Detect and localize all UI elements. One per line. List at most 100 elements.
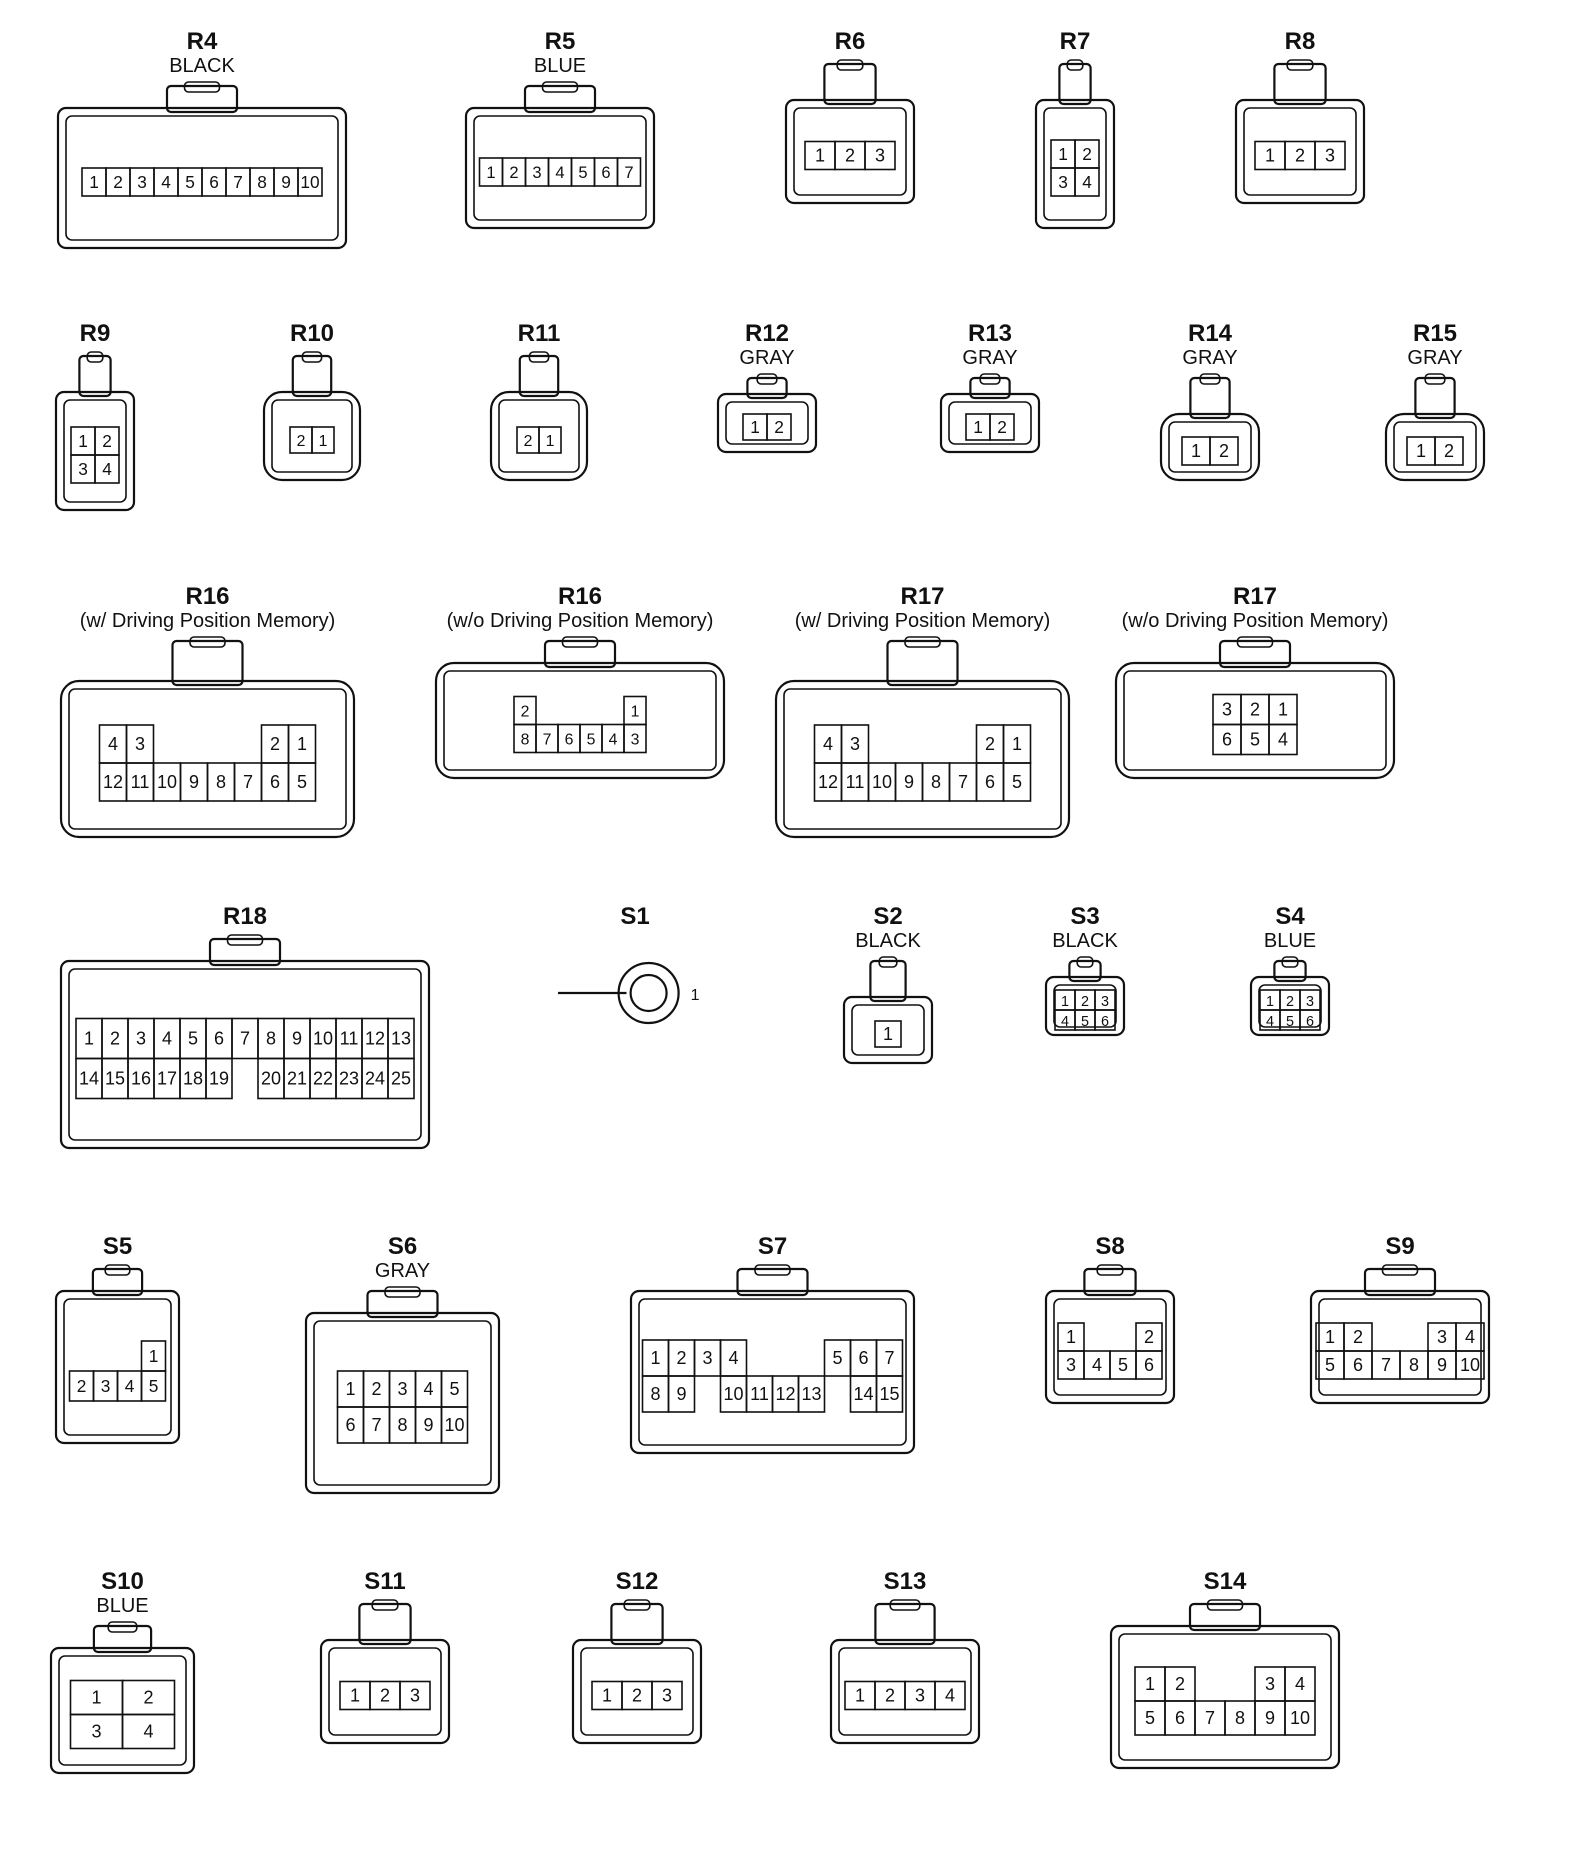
pin-label: 4 (823, 734, 833, 754)
pin-label: 8 (216, 772, 226, 792)
pin-label: 2 (110, 1029, 120, 1049)
pin-label: 10 (1290, 1708, 1310, 1728)
pin-cavity (121, 1713, 176, 1750)
connector-housing (939, 392, 1041, 454)
lock-latch (366, 1289, 439, 1319)
pin-label: 3 (850, 734, 860, 754)
connector-housing-inner (63, 1298, 172, 1436)
connector-header: R17(w/ Driving Position Memory) (770, 585, 1075, 632)
pin-label: 1 (855, 1686, 865, 1706)
lock-latch (92, 1624, 153, 1654)
lock-latch (1414, 376, 1456, 420)
pin-label: 19 (209, 1069, 229, 1089)
connector-housing-inner (793, 107, 907, 196)
pin-label: 7 (233, 172, 243, 192)
pin-label: 1 (345, 1379, 355, 1399)
pin-label: 11 (750, 1384, 769, 1404)
connector-header: R16(w/o Driving Position Memory) (430, 585, 730, 632)
connector-housing (54, 390, 136, 512)
pin-label: 2 (143, 1688, 153, 1708)
pin-label: 2 (1082, 144, 1092, 164)
pin-label: 2 (1295, 146, 1305, 166)
connector-housing-inner (63, 399, 127, 503)
connector-housing-inner (948, 401, 1032, 445)
pin-label: 5 (1250, 730, 1260, 750)
pin-label: 1 (486, 163, 495, 182)
pin-label: 3 (1437, 1327, 1447, 1347)
connector-header: S12 (567, 1570, 707, 1594)
pin-label: 3 (1101, 994, 1109, 1010)
pin-label: 16 (131, 1069, 151, 1089)
pin-label: 1 (1266, 994, 1274, 1010)
pin-label: 1 (1278, 700, 1288, 720)
latch-tab (878, 956, 898, 968)
pin-label: 15 (879, 1384, 899, 1404)
lock-latch (165, 84, 239, 114)
pin-label: 2 (1286, 994, 1294, 1010)
pin-cavity (399, 1680, 431, 1711)
latch-tab (189, 636, 226, 648)
pin-label: 4 (125, 1376, 135, 1396)
pin-label: 11 (846, 772, 865, 792)
connector-header: R6 (780, 30, 920, 54)
pin-cavity (989, 413, 1015, 441)
pin-label: 2 (297, 433, 306, 450)
connector-header: R9 (50, 322, 140, 346)
connector-housing (1114, 661, 1396, 780)
pin-label: 5 (1012, 772, 1022, 792)
pin-cavity (667, 1375, 696, 1413)
pin-label: 3 (532, 163, 541, 182)
pin-label: 4 (1061, 1014, 1069, 1030)
latch-tab (384, 1286, 421, 1298)
connector-header: R11 (485, 322, 593, 346)
connector-housing (489, 390, 589, 482)
connector-housing (1159, 412, 1261, 482)
pin-cavity (205, 1057, 233, 1100)
pin-label: 2 (1144, 1327, 1154, 1347)
connector-subtitle: BLACK (1052, 930, 1118, 952)
latch-tab (1281, 956, 1299, 968)
pin-label: 2 (1219, 441, 1229, 461)
pin-label: 3 (1058, 172, 1068, 192)
pin-label: 3 (1325, 146, 1335, 166)
connector-code: S5 (102, 1233, 133, 1260)
pin-label: 1 (1145, 1674, 1155, 1694)
pin-cavity (623, 723, 647, 754)
lock-latch (886, 639, 959, 687)
latch-tab (754, 1264, 791, 1276)
connector-housing (629, 1289, 916, 1455)
pin-label: 7 (371, 1415, 381, 1435)
pin-label: 12 (818, 772, 838, 792)
pin-label: 5 (188, 1029, 198, 1049)
connector-code: S10 (101, 1568, 144, 1595)
pin-label: 3 (702, 1348, 712, 1368)
pin-cavity (874, 1020, 902, 1048)
pin-label: 6 (214, 1029, 224, 1049)
pin-label: 1 (631, 704, 640, 721)
connector-housing (784, 98, 916, 205)
pin-label: 1 (1191, 441, 1201, 461)
pin-label: 3 (631, 732, 640, 749)
connector-housing (49, 1646, 196, 1775)
connector-housing-inner (725, 401, 809, 445)
connector-header: S9 (1305, 1235, 1495, 1259)
pin-label: 5 (832, 1348, 842, 1368)
pin-label: 2 (1353, 1327, 1363, 1347)
connector-housing (319, 1638, 451, 1745)
pin-label: 2 (1081, 994, 1089, 1010)
pin-label: 9 (904, 772, 914, 792)
connector-housing-inner (1043, 107, 1107, 221)
connector-code: S9 (1385, 1233, 1415, 1260)
pin-label: 7 (543, 732, 552, 749)
pin-label: 24 (365, 1069, 385, 1089)
